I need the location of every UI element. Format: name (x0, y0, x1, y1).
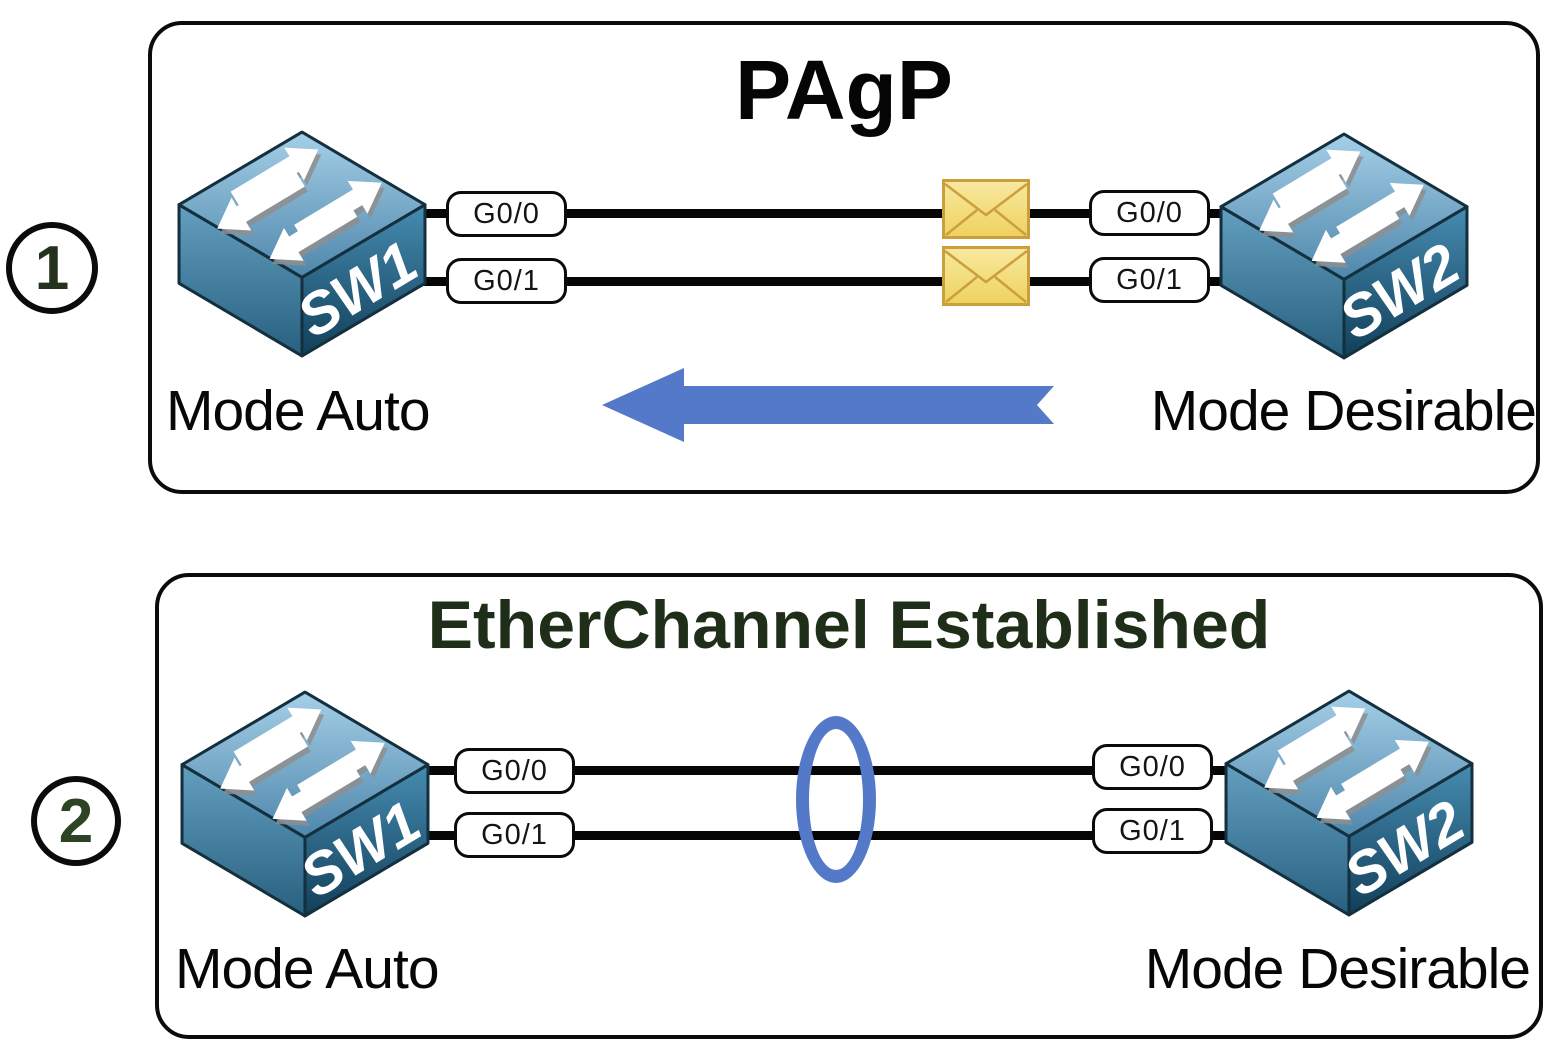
step2-sw1-mode-label: Mode Auto (175, 937, 440, 1001)
step2-sw1-port-g0-1-label: G0/1 (454, 812, 575, 858)
step1-sw1-mode-label: Mode Auto (166, 379, 431, 443)
port-text: G0/0 (481, 754, 548, 787)
step1-link-g0-0 (420, 209, 1226, 218)
step1-sw2-switch-icon: SW2 (1218, 131, 1470, 361)
step1-sw1-port-g0-0-label: G0/0 (446, 191, 567, 237)
port-text: G0/1 (481, 818, 548, 851)
step1-number: 1 (34, 233, 70, 303)
step2-title: EtherChannel Established (427, 587, 1271, 663)
step2-sw2-port-g0-0-label: G0/0 (1092, 744, 1213, 790)
step1-sw2-port-g0-1-label: G0/1 (1089, 257, 1210, 303)
step1-sw1-switch-icon: SW1 (176, 129, 428, 359)
step1-number-badge: 1 (6, 222, 98, 314)
step2-number-badge: 2 (31, 776, 121, 866)
step2-sw1-switch-icon: SW1 (179, 689, 431, 919)
step1-link-g0-1 (420, 277, 1226, 286)
port-text: G0/1 (1116, 263, 1183, 296)
step1-sw1-port-g0-1-label: G0/1 (446, 258, 567, 304)
step2-sw2-port-g0-1-label: G0/1 (1092, 808, 1213, 854)
port-text: G0/1 (1119, 814, 1186, 847)
step1-sw2-port-g0-0-label: G0/0 (1089, 190, 1210, 236)
step2-sw1-port-g0-0-label: G0/0 (454, 748, 575, 794)
step2-sw2-mode-label: Mode Desirable (1144, 937, 1531, 1001)
negotiation-direction-arrow-icon (602, 368, 1054, 442)
port-text: G0/0 (473, 197, 540, 230)
pagp-message-envelope-icon (942, 246, 1030, 306)
port-text: G0/0 (1119, 750, 1186, 783)
port-text: G0/0 (1116, 196, 1183, 229)
step2-sw2-switch-icon: SW2 (1223, 688, 1475, 918)
etherchannel-bundle-ring-icon (796, 716, 876, 883)
step1-title: PAgP (735, 43, 953, 137)
pagp-message-envelope-icon (942, 179, 1030, 239)
step1-sw2-mode-label: Mode Desirable (1150, 379, 1537, 443)
port-text: G0/1 (473, 264, 540, 297)
step2-number: 2 (58, 786, 94, 856)
